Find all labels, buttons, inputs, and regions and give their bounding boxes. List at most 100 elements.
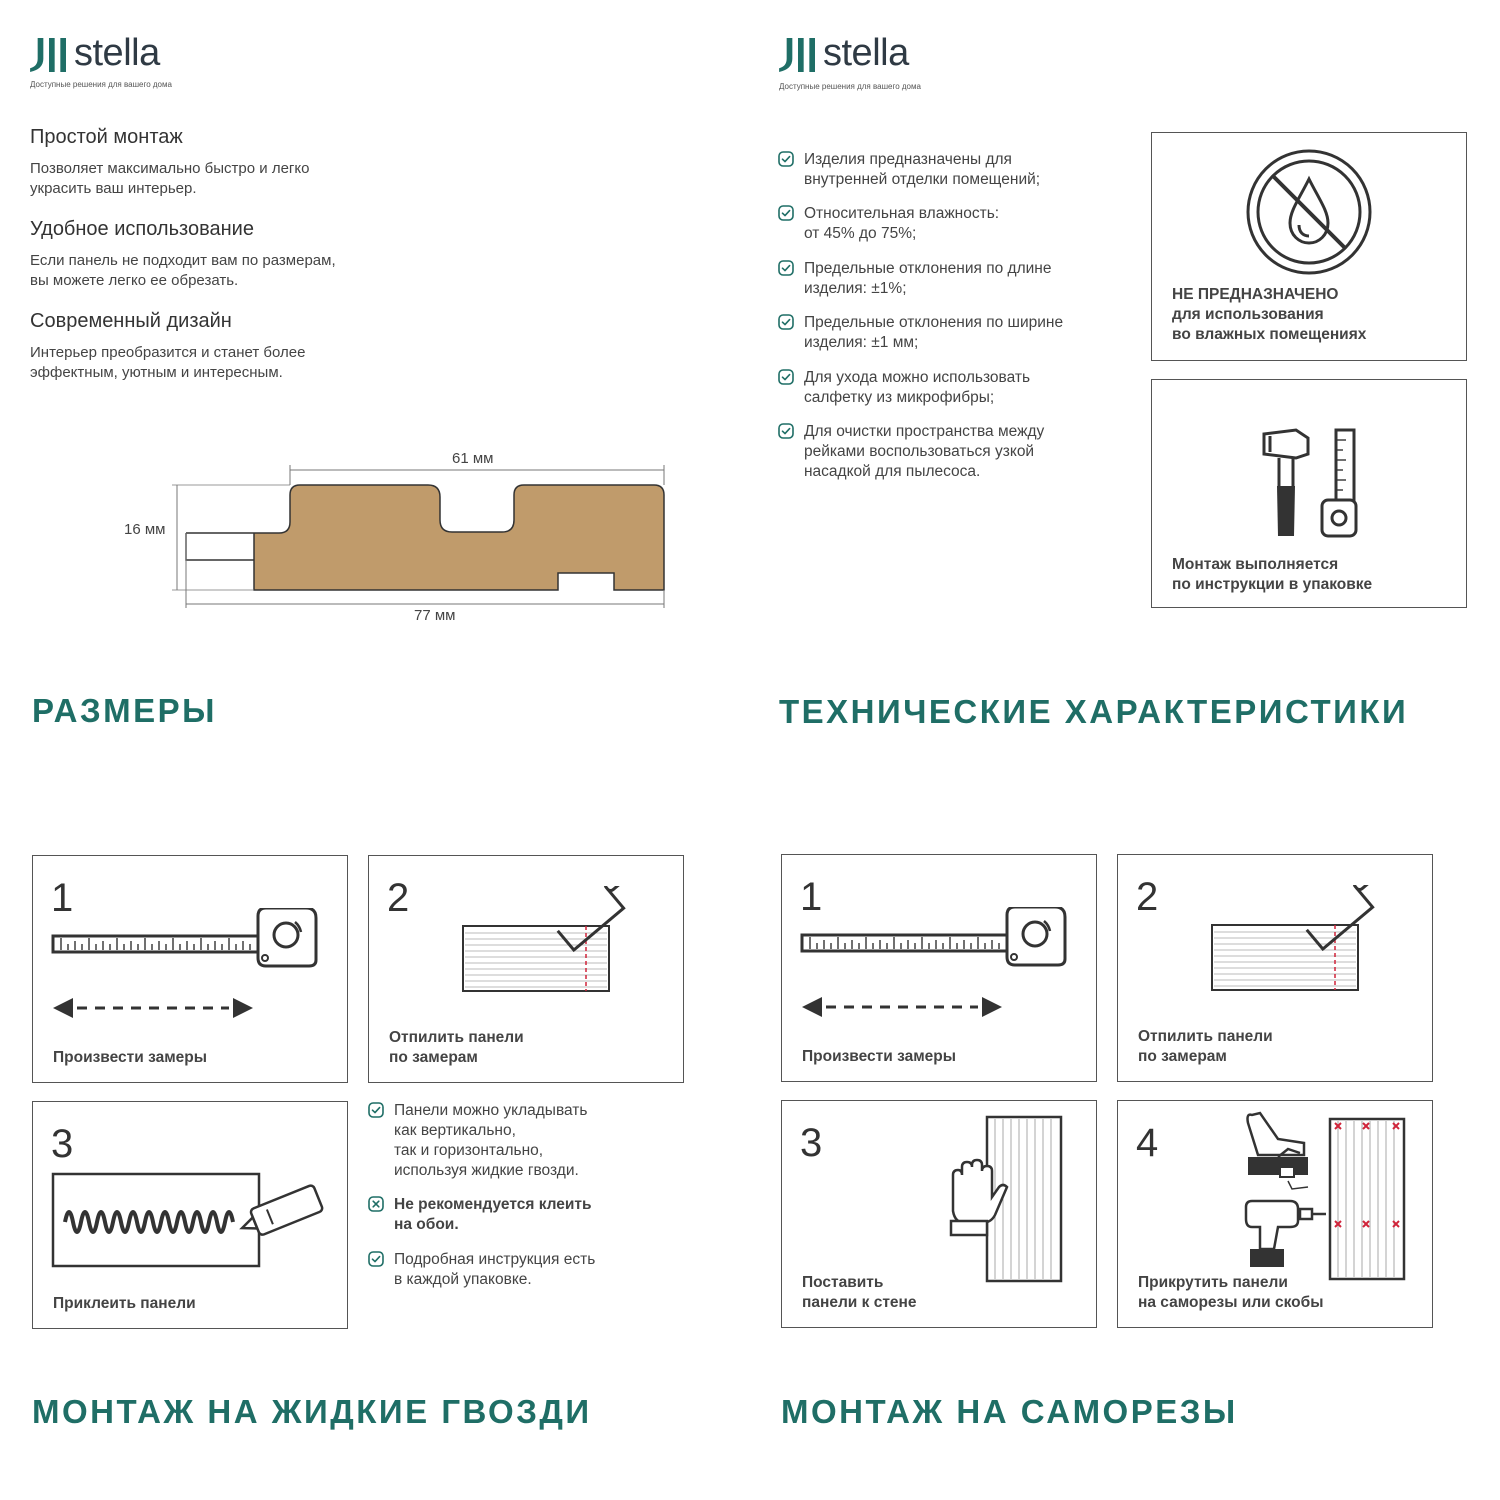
feature-title: Простой монтаж — [30, 126, 183, 148]
note-line: Панели можно укладывать — [394, 1102, 588, 1119]
feature-title: Удобное использование — [30, 218, 254, 240]
glue-note-warning: Не рекомендуется клеить на обои. — [368, 1195, 592, 1235]
section-title-tech: ТЕХНИЧЕСКИЕ ХАРАКТЕРИСТИКИ — [779, 693, 1409, 730]
feature-title: Современный дизайн — [30, 310, 232, 332]
screw-marks — [1334, 1122, 1400, 1228]
feature-text: Позволяет максимально быстро и легко — [30, 160, 310, 177]
glue-gun-icon — [51, 1172, 324, 1268]
install-note-box: Монтаж выполняется по инструкции в упако… — [1151, 379, 1467, 608]
step-caption: Произвести замеры — [53, 1049, 208, 1066]
measure-arrow-icon — [53, 996, 253, 1020]
tech-bullet: Для ухода можно использовать салфетку из… — [778, 368, 1030, 408]
tech-bullet: Предельные отклонения по ширине изделия:… — [778, 313, 1063, 353]
dim-bottom: 77 мм — [414, 607, 456, 624]
logo-name: stella — [74, 32, 160, 74]
caption-line: Отпилить панели — [1138, 1028, 1273, 1045]
install-note-text: Монтаж выполняется по инструкции в упако… — [1172, 555, 1372, 595]
bullet-line: Изделия предназначены для — [804, 151, 1012, 168]
feature-text: эффектным, уютным и интересным. — [30, 364, 283, 381]
caption-line: Отпилить панели — [389, 1029, 524, 1046]
stapler-drill-icon — [1244, 1111, 1406, 1281]
step-number: 4 — [1136, 1121, 1159, 1165]
step-number: 1 — [800, 875, 823, 919]
glue-step-2: 2 Отпилить панели по замерам — [368, 855, 684, 1083]
feature-text: вы можете легко ее обрезать. — [30, 272, 239, 289]
check-icon — [368, 1102, 384, 1118]
measure-arrow-icon — [802, 995, 1002, 1019]
saw-icon — [461, 886, 631, 1006]
step-number: 3 — [800, 1121, 823, 1165]
logo-tagline: Доступные решения для вашего дома — [779, 82, 921, 91]
check-icon — [778, 151, 794, 167]
screw-step-1: 1 Произвести замеры — [781, 854, 1097, 1082]
step-caption: Поставить панели к стене — [802, 1273, 917, 1313]
warning-line: во влажных помещениях — [1172, 326, 1367, 343]
bullet-line: насадкой для пылесоса. — [804, 463, 981, 480]
note-line: как вертикально, — [394, 1122, 516, 1139]
warning-box-humidity: НЕ ПРЕДНАЗНАЧЕНО для использования во вл… — [1151, 132, 1467, 361]
note-line: используя жидкие гвозди. — [394, 1162, 579, 1179]
panel-profile-drawing — [172, 465, 665, 608]
dim-height: 16 мм — [124, 521, 166, 538]
feature-simple-install: Простой монтаж Позволяет максимально быс… — [30, 126, 309, 199]
tape-measure-icon — [51, 908, 321, 968]
stella-logo-icon — [779, 38, 817, 72]
hammer-ruler-icon — [1262, 428, 1358, 538]
screw-step-2: 2 Отпилить панели по замерам — [1117, 854, 1433, 1082]
section-title-glue: МОНТАЖ НА ЖИДКИЕ ГВОЗДИ — [32, 1393, 592, 1430]
bullet-line: салфетку из микрофибры; — [804, 389, 995, 406]
tech-bullet: Предельные отклонения по длине изделия: … — [778, 259, 1051, 299]
check-icon — [778, 205, 794, 221]
note-line: Не рекомендуется клеить — [394, 1196, 592, 1213]
dim-top: 61 мм — [452, 450, 494, 467]
feature-text: Если панель не подходит вам по размерам, — [30, 252, 336, 269]
check-icon — [778, 423, 794, 439]
step-number: 2 — [1136, 875, 1159, 919]
caption-line: на саморезы или скобы — [1138, 1294, 1324, 1311]
step-number: 2 — [387, 876, 410, 920]
warning-line: для использования — [1172, 306, 1324, 323]
caption-line: панели к стене — [802, 1294, 917, 1311]
check-icon — [368, 1251, 384, 1267]
logo-name: stella — [823, 32, 909, 74]
step-caption: Приклеить панели — [53, 1295, 196, 1312]
bullet-line: изделия: ±1 мм; — [804, 334, 919, 351]
bullet-line: от 45% до 75%; — [804, 225, 917, 242]
screw-step-4: 4 Прикрутить панели на саморезы или скоб… — [1117, 1100, 1433, 1328]
glove-panel-icon — [949, 1115, 1063, 1283]
bullet-line: внутренней отделки помещений; — [804, 171, 1041, 188]
bullet-line: рейками воспользоваться узкой — [804, 443, 1035, 460]
step-caption: Прикрутить панели на саморезы или скобы — [1138, 1273, 1323, 1313]
saw-icon — [1210, 885, 1380, 1005]
step-number: 1 — [51, 876, 74, 920]
check-icon — [778, 369, 794, 385]
warning-text: НЕ ПРЕДНАЗНАЧЕНО для использования во вл… — [1172, 285, 1366, 345]
note-line: в каждой упаковке. — [394, 1271, 532, 1288]
bullet-line: Относительная влажность: — [804, 205, 1000, 222]
step-number: 3 — [51, 1122, 74, 1166]
tech-bullet: Изделия предназначены для внутренней отд… — [778, 150, 1040, 190]
check-icon — [778, 260, 794, 276]
bullet-line: Предельные отклонения по ширине — [804, 314, 1064, 331]
note-line: на обои. — [394, 1216, 459, 1233]
check-icon — [778, 314, 794, 330]
caption-line: по замерам — [1138, 1048, 1227, 1065]
section-title-screws: МОНТАЖ НА САМОРЕЗЫ — [781, 1393, 1238, 1430]
bullet-line: Для очистки пространства между — [804, 423, 1045, 440]
cross-icon — [368, 1196, 384, 1212]
install-note-line: Монтаж выполняется — [1172, 556, 1339, 573]
glue-note: Панели можно укладывать как вертикально,… — [368, 1101, 587, 1181]
step-caption: Отпилить панели по замерам — [389, 1028, 524, 1068]
bullet-line: изделия: ±1%; — [804, 280, 907, 297]
glue-step-1: 1 Произвести замеры — [32, 855, 348, 1083]
feature-modern-design: Современный дизайн Интерьер преобразится… — [30, 310, 305, 383]
tech-bullet: Относительная влажность: от 45% до 75%; — [778, 204, 999, 244]
caption-line: Прикрутить панели — [1138, 1274, 1288, 1291]
caption-line: Поставить — [802, 1274, 884, 1291]
feature-convenient-use: Удобное использование Если панель не под… — [30, 218, 336, 291]
logo-tagline: Доступные решения для вашего дома — [30, 80, 172, 89]
step-caption: Отпилить панели по замерам — [1138, 1027, 1273, 1067]
tech-bullet: Для очистки пространства между рейками в… — [778, 422, 1044, 482]
step-caption: Произвести замеры — [802, 1048, 957, 1065]
bullet-line: Предельные отклонения по длине — [804, 260, 1052, 277]
